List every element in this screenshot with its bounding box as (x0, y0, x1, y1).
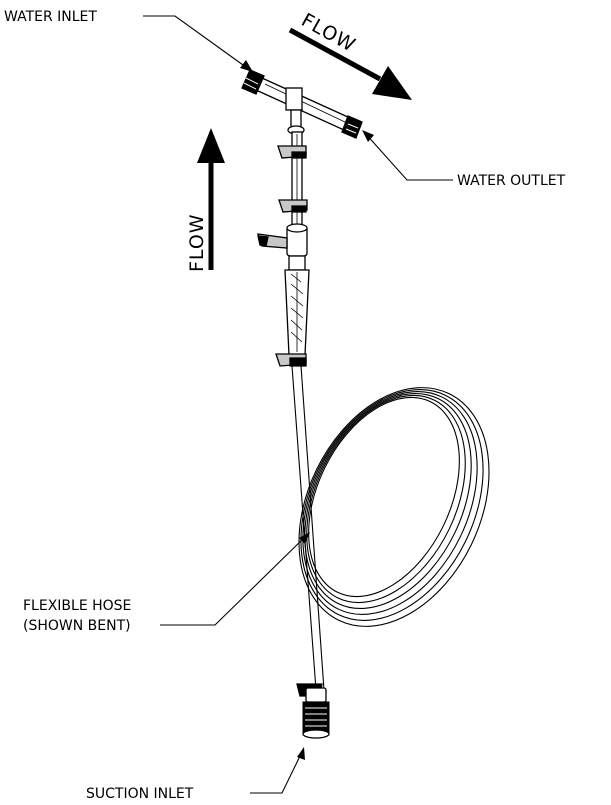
water-outlet-label: WATER OUTLET (457, 173, 566, 189)
injector-body (241, 69, 363, 139)
leader-flexible-hose (160, 532, 310, 626)
leader-water-inlet (143, 15, 253, 72)
suction-strainer (296, 683, 330, 739)
check-valve (257, 223, 308, 257)
flow-arrow-top (288, 27, 412, 100)
flow-label-vertical: FLOW (186, 213, 208, 272)
clamp-lower (275, 353, 307, 367)
clamp-upper (277, 145, 307, 159)
flexible-hose (291, 365, 490, 691)
flow-arrow-vertical (197, 128, 225, 270)
suction-inlet-label: SUCTION INLET (86, 786, 194, 802)
clamp-middle (278, 199, 308, 213)
flexible-hose-label-line1: FLEXIBLE HOSE (23, 598, 131, 614)
leader-suction-inlet (250, 747, 305, 794)
flexible-hose-label-line2: (SHOWN BENT) (23, 618, 131, 634)
leader-water-outlet (362, 130, 453, 181)
metering-body (284, 255, 310, 356)
water-inlet-label: WATER INLET (4, 9, 97, 25)
